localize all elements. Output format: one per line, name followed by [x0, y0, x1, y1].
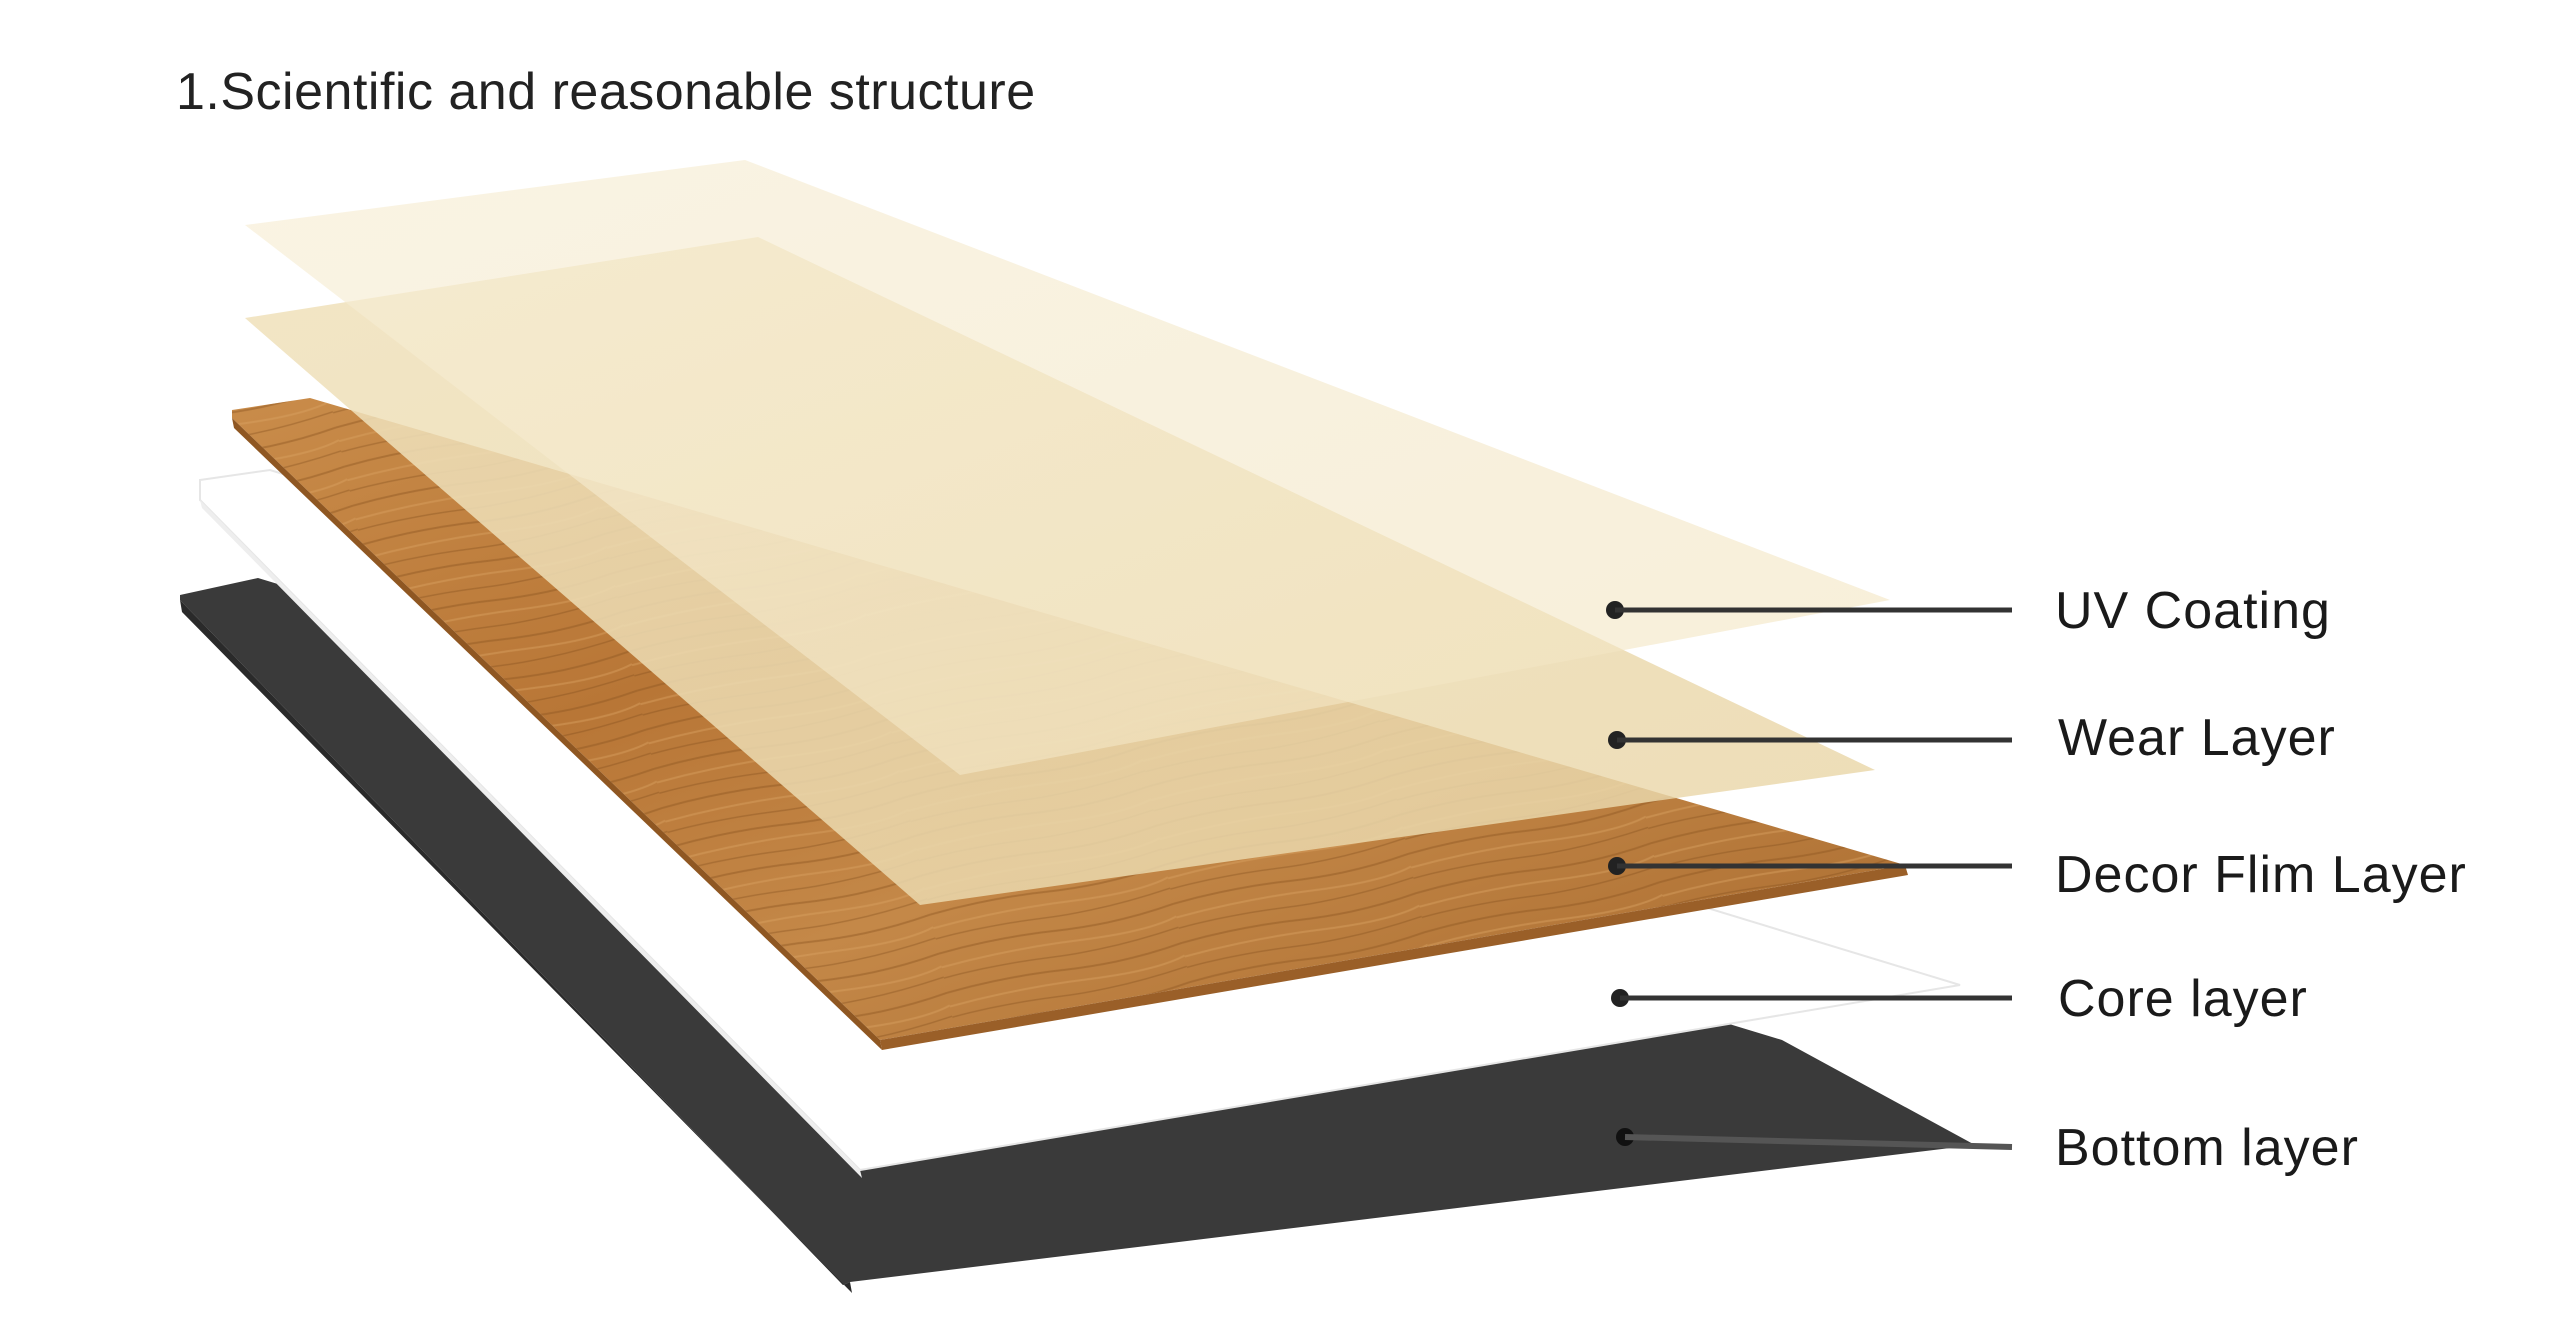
leader-lines [1606, 601, 2013, 1150]
core-layer-leader [1611, 989, 2012, 1007]
decor-film-layer-leader [1608, 857, 2012, 875]
wear-layer-leader [1608, 731, 2012, 749]
label-uv-coating: UV Coating [2055, 582, 2331, 640]
label-wear-layer: Wear Layer [2058, 709, 2336, 767]
label-bottom-layer: Bottom layer [2055, 1119, 2359, 1177]
label-decor-film-layer: Decor Flim Layer [2055, 846, 2467, 904]
bottom-layer-leader [1616, 1128, 2013, 1150]
uv-coating-leader [1606, 601, 2012, 619]
layer-labels: UV Coating Wear Layer Decor Flim Layer C… [2055, 582, 2467, 1177]
uv-coating-sheet [245, 160, 1890, 775]
page-title: 1.Scientific and reasonable structure [176, 63, 1036, 121]
label-core-layer: Core layer [2058, 970, 2308, 1028]
